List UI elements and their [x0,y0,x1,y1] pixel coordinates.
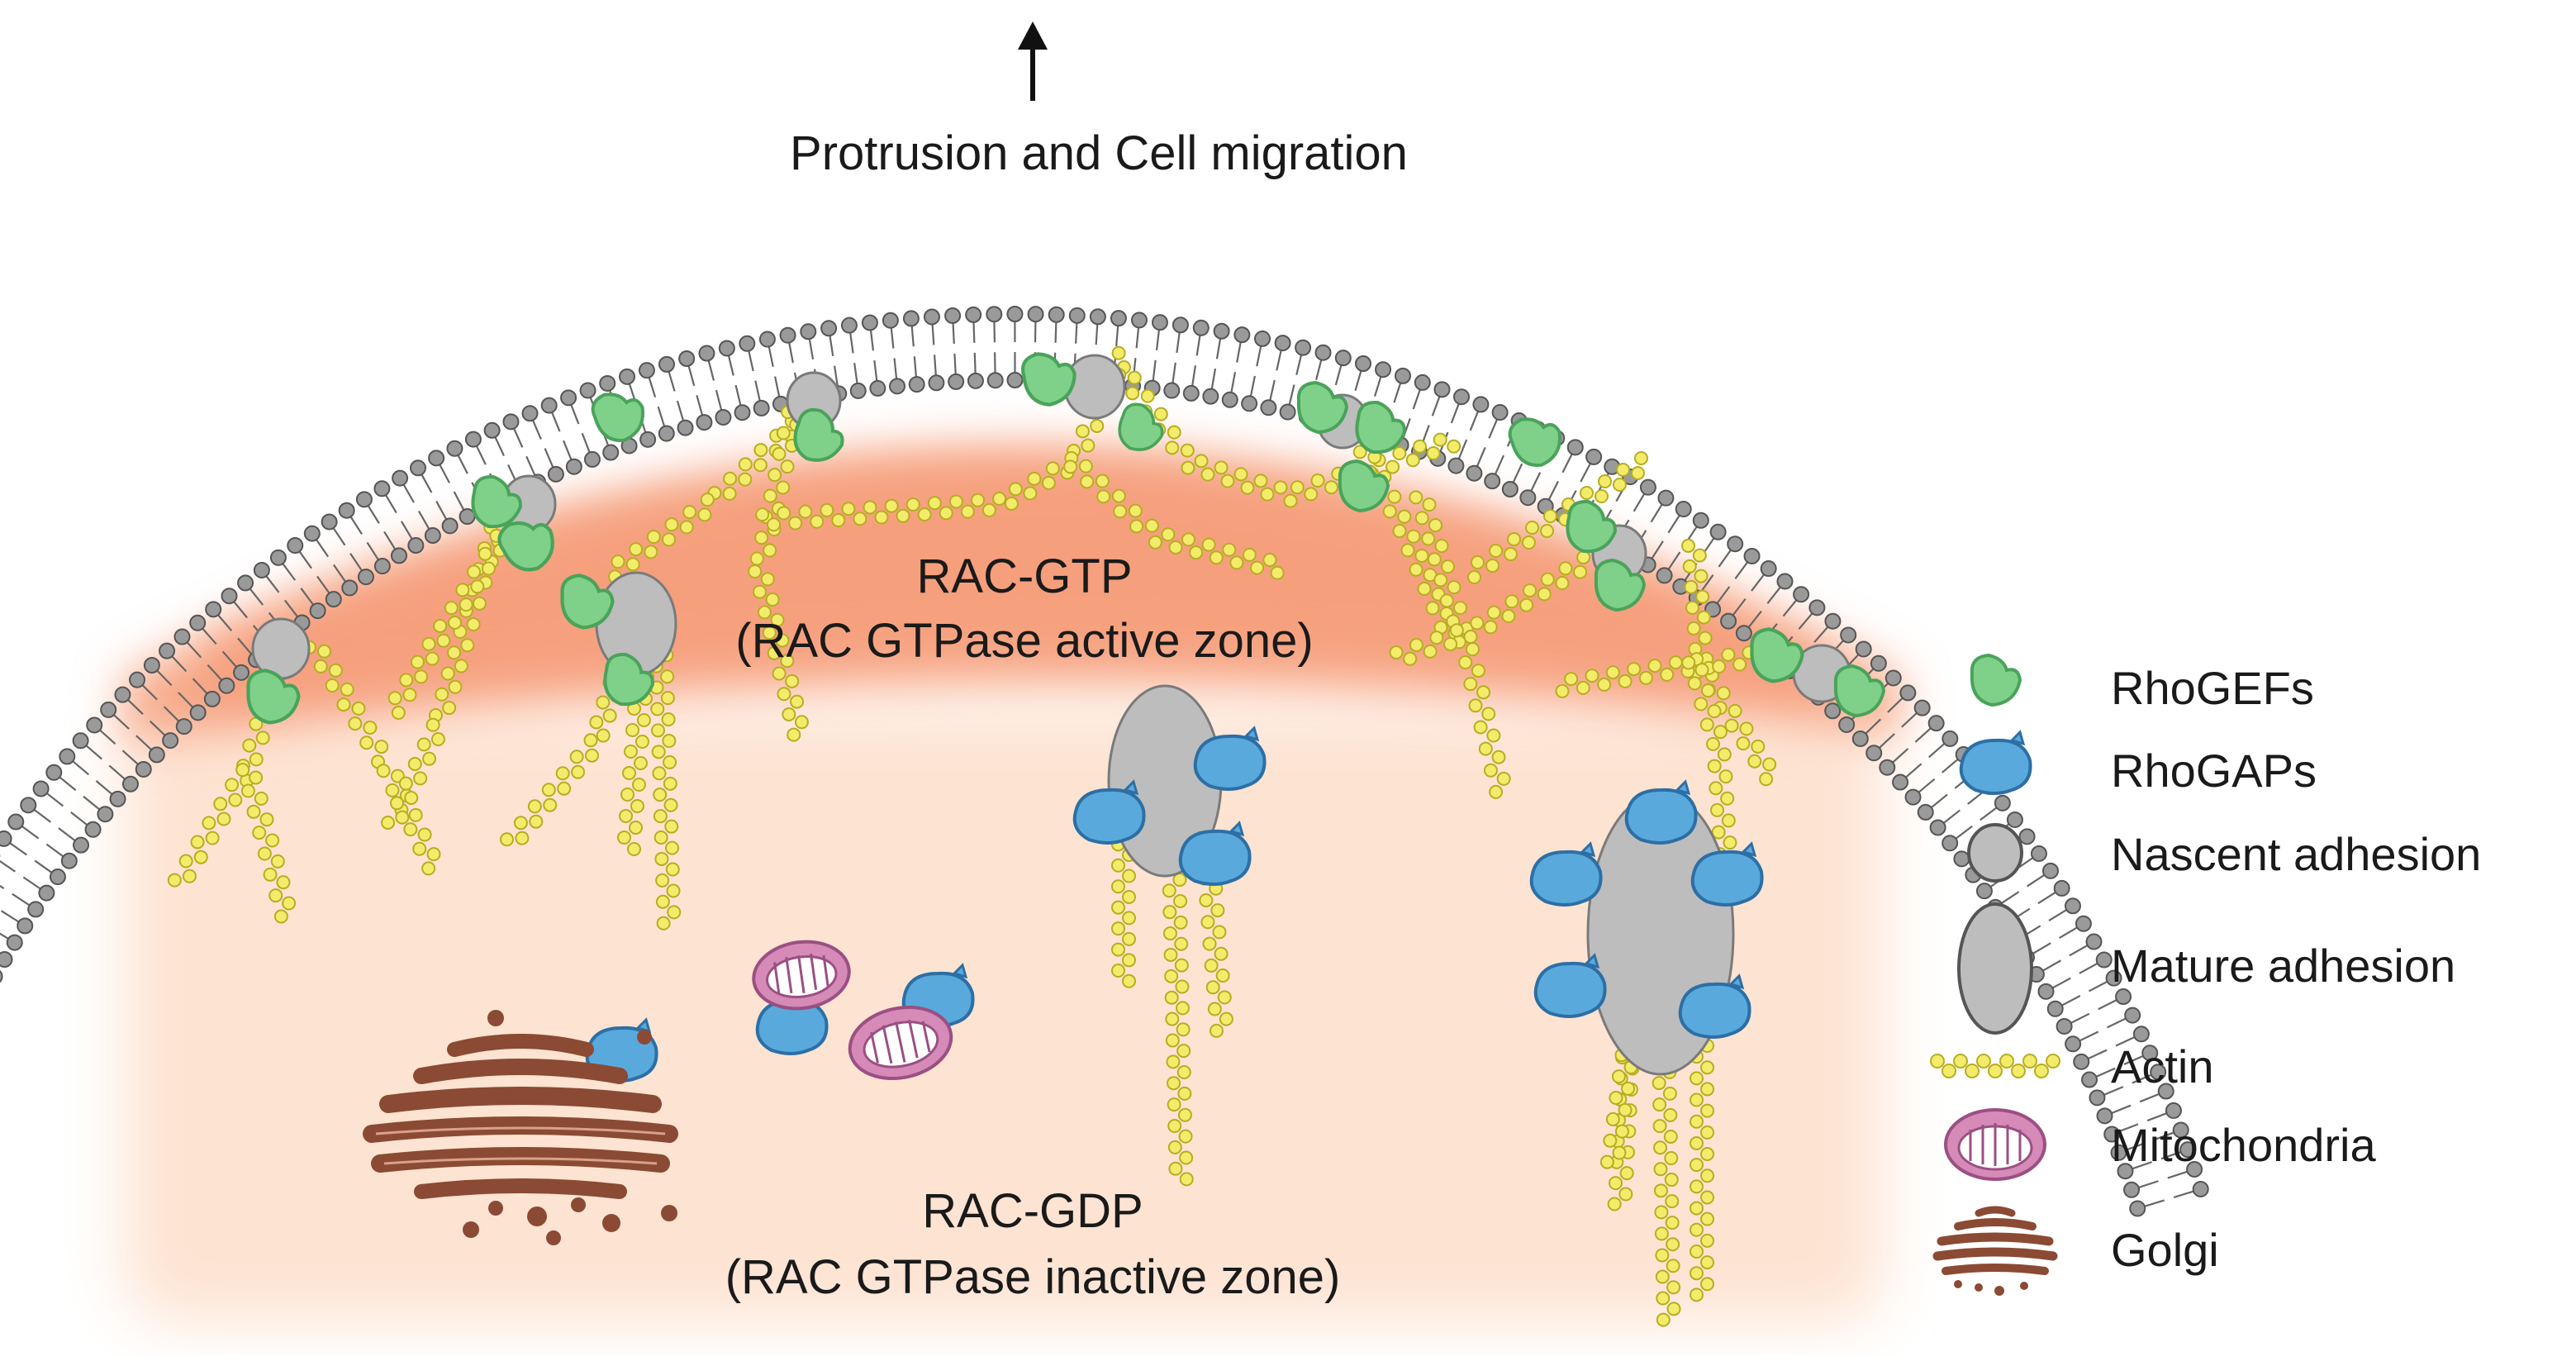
legend-label-rhogef: RhoGEFs [2111,662,2314,714]
rhogef [1594,558,1647,612]
actin-filament [235,763,297,924]
inactive-zone-sublabel: (RAC GTPase inactive zone) [725,1250,1341,1304]
mitochondria-group [752,940,953,1081]
rhogap [1529,841,1603,907]
legend-label-golgi: Golgi [2111,1224,2219,1276]
rhogef [1833,664,1886,718]
rhogap [1690,841,1764,907]
rhogef-proteins [246,352,1886,725]
rhogef [497,521,554,572]
active-zone-label: RAC-GTP [917,550,1133,603]
rhogap-proteins [585,726,1764,1083]
rhogef [1118,402,1164,451]
rhogef [1021,352,1077,407]
rhogef [1566,499,1617,554]
rhogef [1338,459,1390,513]
rhogap [1072,779,1146,845]
legend-label-actin: Actin [2111,1040,2214,1092]
actin-filament [1063,459,1285,580]
rhogef [1750,627,1804,683]
page-title: Protrusion and Cell migration [790,126,1408,180]
legend-label-mitochondria: Mitochondria [2111,1119,2376,1171]
actin-filament [1681,538,1777,787]
rhogap [1624,779,1698,845]
actin-filament [1466,451,1649,584]
migration-arrow [1018,21,1048,101]
rhogef [1296,380,1349,435]
rhogef [1508,417,1562,467]
mitochondria-icon [1944,1108,2046,1181]
actin-filament [1681,655,1739,872]
active-zone-sublabel: (RAC GTPase active zone) [735,614,1313,668]
golgi-apparatus [363,1010,678,1245]
rhogap-icon [1959,730,2032,795]
rhogap [1678,973,1751,1039]
rhogef [603,652,654,707]
actin-icon [1930,1054,2060,1078]
legend: RhoGEFs RhoGAPs Nascent adhesion Mature … [1930,653,2481,1296]
mature-adhesion-icon [1957,902,2033,1035]
actin-filament [387,511,519,721]
actin-filament [302,640,441,876]
rhogap [1193,726,1267,791]
rhogap [1533,953,1607,1018]
golgi-icon [1932,1206,2058,1296]
rhogef [793,407,844,462]
legend-label-mature-adhesion: Mature adhesion [2111,940,2455,992]
inactive-zone [124,711,1884,1322]
rhogef [246,669,301,725]
nascent-adhesion-icon [1967,823,2023,883]
rhogef [560,574,615,630]
rhogef [591,393,645,442]
rhogap [1178,821,1252,886]
actin-filament [1389,550,1591,666]
legend-label-nascent-adhesion: Nascent adhesion [2111,828,2481,880]
actin-filament [1409,490,1511,799]
rhogef-icon [1970,653,2022,707]
rhogef [1355,400,1406,455]
mitochondrion [848,1005,953,1081]
rhogef [471,474,522,529]
mitochondrion [752,940,851,1011]
inactive-zone-label: RAC-GDP [922,1184,1143,1238]
legend-label-rhogap: RhoGAPs [2111,745,2317,797]
